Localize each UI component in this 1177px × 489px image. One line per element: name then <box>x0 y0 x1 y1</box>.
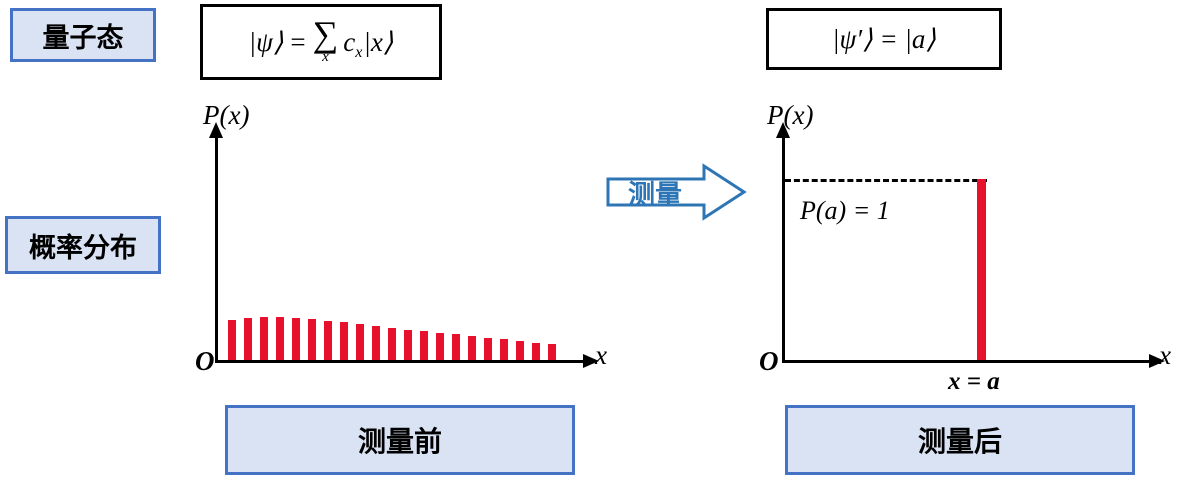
bar <box>452 334 460 360</box>
y-axis-arrowhead-icon <box>209 122 223 138</box>
bar <box>548 344 556 360</box>
formula-after-box: |ψ′⟩ = |a⟩ <box>766 8 1002 70</box>
bar <box>292 318 300 360</box>
bar <box>372 326 380 360</box>
coef-subscript: x <box>355 43 363 61</box>
caption-after-text: 测量后 <box>917 427 1002 458</box>
origin-label-before: O <box>195 346 215 376</box>
summation: ∑ x <box>312 13 339 66</box>
coef-symbol: c <box>343 26 356 57</box>
ket-x: |x⟩ <box>363 26 394 57</box>
bar <box>276 317 284 360</box>
ket-psi: |ψ⟩ <box>248 26 284 57</box>
y-axis-after <box>782 136 785 363</box>
bar <box>244 318 252 360</box>
bar-after <box>977 179 986 360</box>
x-equals-a-label: x = a <box>948 368 1000 395</box>
bar <box>356 324 364 360</box>
bars-after <box>977 100 989 360</box>
bar <box>404 330 412 360</box>
bar <box>388 328 396 360</box>
x-axis-title-before: x <box>595 340 607 370</box>
bar <box>420 331 428 360</box>
bar <box>228 320 236 360</box>
bar <box>324 321 332 360</box>
sum-subscript: x <box>322 49 329 66</box>
label-quantum-state: 量子态 <box>10 8 156 62</box>
bar <box>468 336 476 360</box>
measurement-arrow-label: 测量 <box>628 179 682 210</box>
y-axis-arrowhead-icon <box>776 122 790 138</box>
dashed-guideline <box>785 179 987 182</box>
bars-before <box>228 100 568 360</box>
bar <box>484 338 492 360</box>
chart-after-measurement: P(x) O x P(a) = 1 x = a <box>755 100 1177 400</box>
bar <box>308 319 316 360</box>
caption-after-measurement: 测量后 <box>785 405 1135 475</box>
bar <box>260 317 268 360</box>
y-axis-before <box>215 136 218 363</box>
bar <box>436 333 444 360</box>
chart-before-measurement: P(x) O x <box>195 100 625 400</box>
formula-after: |ψ′⟩ = |a⟩ <box>832 23 936 54</box>
label-probability-distribution-text: 概率分布 <box>29 232 137 263</box>
x-axis-arrowhead-icon <box>583 354 599 368</box>
x-axis-title-after: x <box>1159 340 1171 370</box>
measurement-arrow: 测量 <box>606 162 748 222</box>
probability-annotation: P(a) = 1 <box>800 196 890 225</box>
bar <box>340 322 348 360</box>
label-probability-distribution: 概率分布 <box>5 216 161 274</box>
equals-sign: = <box>290 26 306 57</box>
bar <box>532 343 540 360</box>
bar <box>516 341 524 360</box>
caption-before-measurement: 测量前 <box>225 405 575 475</box>
y-axis-label-after: P(x) <box>767 100 814 130</box>
x-axis-after <box>782 360 1152 363</box>
bar <box>500 339 508 360</box>
label-quantum-state-text: 量子态 <box>42 22 124 53</box>
sum-sign: ∑ <box>312 13 339 54</box>
x-axis-before <box>215 360 587 363</box>
x-axis-arrowhead-icon <box>1149 354 1165 368</box>
origin-label-after: O <box>759 346 779 376</box>
block-arrow-icon <box>606 163 747 221</box>
caption-before-text: 测量前 <box>357 427 442 458</box>
